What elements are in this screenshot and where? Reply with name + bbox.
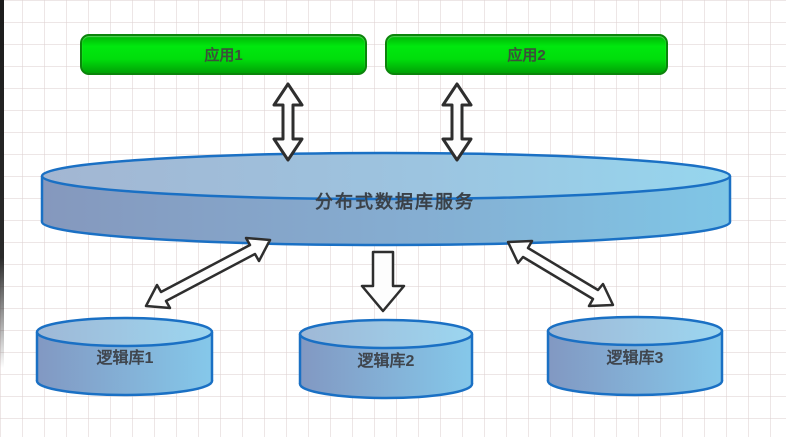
db2-label: 逻辑库2 — [357, 353, 415, 370]
arrow-app1-service — [272, 82, 304, 162]
service-label: 分布式数据库服务 — [315, 192, 475, 212]
app2-node: 应用2 — [385, 34, 668, 75]
db3-cylinder — [546, 315, 724, 397]
app1-node: 应用1 — [80, 34, 367, 75]
arrow-service-db2 — [360, 250, 406, 313]
service-cylinder — [40, 151, 732, 247]
arrow-app2-service — [441, 82, 473, 162]
db1-cylinder — [35, 316, 214, 397]
db3-label: 逻辑库3 — [606, 350, 664, 367]
arrow-service-db3 — [506, 239, 615, 308]
app2-label: 应用2 — [507, 47, 546, 64]
db1-label: 逻辑库1 — [96, 350, 154, 367]
app1-label: 应用1 — [204, 47, 243, 64]
db2-cylinder — [298, 318, 474, 400]
arrow-service-db1 — [144, 236, 272, 310]
left-edge-artifact — [0, 0, 4, 368]
